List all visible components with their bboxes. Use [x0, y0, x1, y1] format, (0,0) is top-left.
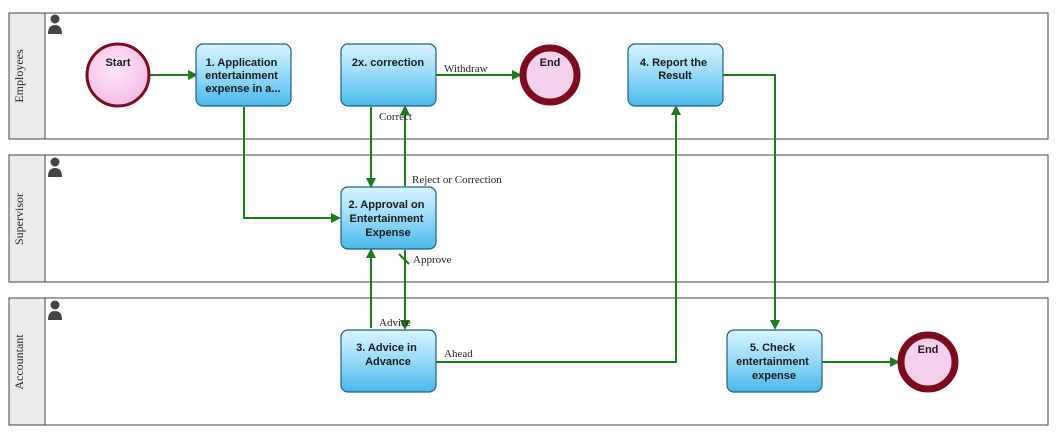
- task-label-line: 2x. correction: [352, 57, 424, 69]
- task-label-line: entertainment: [205, 70, 278, 82]
- default-flow-marker: [398, 253, 410, 265]
- task-approval-on-entertainment-expense[interactable]: 2. Approval on Entertainment Expense: [340, 186, 437, 250]
- task-check-entertainment-expense[interactable]: 5. Check entertainment expense: [726, 329, 823, 393]
- edge-t4-to-t5[interactable]: [723, 74, 780, 330]
- task-application-entertainment-expense[interactable]: 1. Application entertainment expense in …: [195, 43, 292, 107]
- start-event-label: Start: [105, 57, 130, 69]
- task-correction[interactable]: 2x. correction: [340, 43, 437, 107]
- task-label-line: 4. Report the: [640, 57, 707, 69]
- svg-text:4. Report the Result: 4. Report the Result: [640, 57, 710, 82]
- edge-t1-to-t2[interactable]: [243, 107, 341, 223]
- task-label-line: 2. Approval on: [348, 199, 424, 211]
- end-event-label: End: [540, 57, 561, 69]
- end-event[interactable]: End: [519, 44, 581, 106]
- end-event[interactable]: End: [897, 331, 959, 393]
- svg-text:2. Approval on Entertain: 2. Approval on Entertainment Expense: [348, 199, 427, 239]
- lane-title-employees: Employees: [12, 49, 26, 103]
- task-label-line: entertainment: [736, 356, 809, 368]
- svg-text:3. Advice in Advance: 3. Advice in Advance: [356, 342, 420, 368]
- task-label-line: Result: [658, 70, 692, 82]
- task-label-line: expense in a...: [205, 83, 280, 95]
- svg-text:1. Application entertain: 1. Application entertainment expense in …: [205, 57, 281, 95]
- svg-text:2x. correction: 2x. correction: [352, 57, 424, 69]
- person-icon: [48, 157, 62, 177]
- edge-label-withdraw: Withdraw: [444, 63, 488, 75]
- lane-supervisor: Supervisor: [8, 154, 1049, 283]
- task-label-line: 3. Advice in: [356, 342, 417, 354]
- task-label-line: Advance: [365, 356, 411, 368]
- task-label-line: 5. Check: [750, 342, 796, 354]
- edge-label-reject-or-correction: Reject or Correction: [412, 174, 502, 186]
- lane-title-accountant: Accountant: [12, 334, 26, 390]
- person-icon: [48, 300, 62, 320]
- task-label-line: Entertainment: [349, 213, 423, 225]
- edge-label-ahead: Ahead: [444, 348, 473, 360]
- connectors: [150, 70, 900, 367]
- task-label-line: 1. Application: [206, 57, 278, 69]
- svg-text:5. Check entertainment: 5. Check entertainment expense: [736, 342, 812, 382]
- task-advice-in-advance[interactable]: 3. Advice in Advance: [340, 329, 437, 393]
- task-label-line: expense: [752, 370, 796, 382]
- end-event-label: End: [918, 344, 939, 356]
- start-event[interactable]: Start: [85, 42, 151, 108]
- edge-t3-to-t4[interactable]: [436, 105, 681, 363]
- lane-title-supervisor: Supervisor: [12, 193, 26, 245]
- task-label-line: Expense: [365, 227, 410, 239]
- person-icon: [48, 14, 62, 34]
- edge-label-approve: Approve: [413, 254, 452, 266]
- edge-label-advice: Advice: [379, 317, 411, 329]
- task-report-the-result[interactable]: 4. Report the Result: [627, 43, 724, 107]
- edge-label-correct: Correct: [379, 111, 412, 123]
